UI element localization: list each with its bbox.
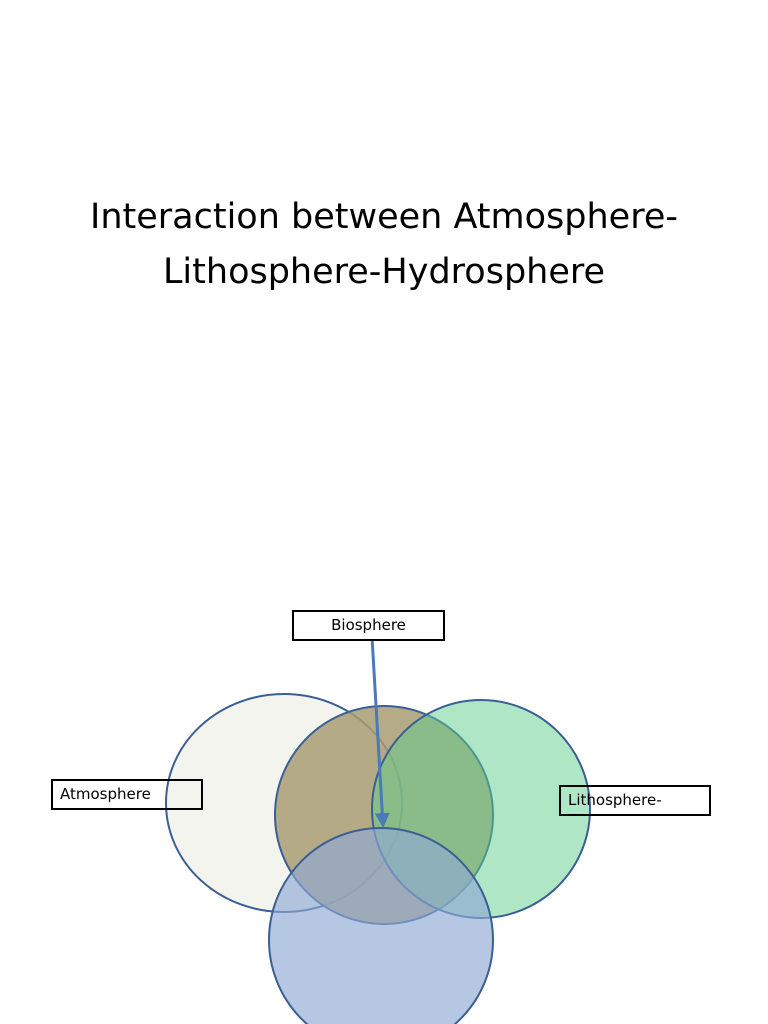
lithosphere-label-box: Lithosphere-: [559, 785, 711, 816]
biosphere-label-box: Biosphere: [292, 610, 445, 641]
biosphere-arrow: [370, 636, 390, 828]
slide-title: Interaction between Atmosphere- Lithosph…: [0, 190, 768, 300]
lithosphere-label: Lithosphere-: [568, 791, 662, 809]
slide-title-line-1: Interaction between Atmosphere-: [90, 197, 678, 237]
atmosphere-label-box: Atmosphere: [51, 779, 203, 810]
hydrosphere-circle: [268, 827, 494, 1024]
atmosphere-label: Atmosphere: [60, 785, 151, 803]
biosphere-label: Biosphere: [331, 616, 406, 634]
slide-title-line-2: Lithosphere-Hydrosphere: [162, 252, 606, 292]
